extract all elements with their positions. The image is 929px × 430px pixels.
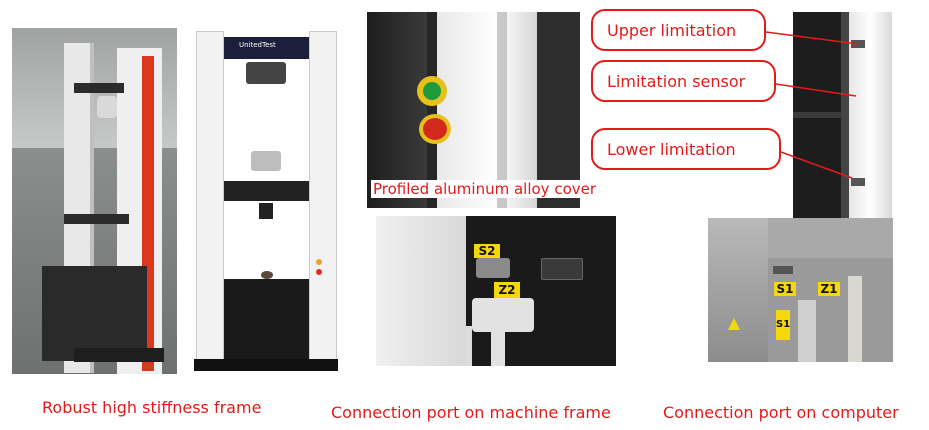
label-s1-vertical: S1 bbox=[776, 310, 790, 340]
photo-workshop-frame bbox=[12, 28, 177, 374]
callout-upper-limitation: Upper limitation bbox=[591, 9, 766, 51]
pointer-lower bbox=[780, 151, 853, 179]
callout-lower-limitation: Lower limitation bbox=[591, 128, 781, 170]
photo-computer-port: S1 Z1 S1 bbox=[708, 218, 893, 362]
caption-frame: Robust high stiffness frame bbox=[42, 398, 262, 417]
photo-unitedtest-frame: UnitedTest bbox=[191, 31, 341, 373]
pointer-upper bbox=[765, 31, 859, 45]
label-z2: Z2 bbox=[494, 282, 520, 298]
photo-alloy-cover bbox=[367, 12, 580, 208]
brand-label: UnitedTest bbox=[239, 41, 276, 49]
label-s1: S1 bbox=[774, 282, 796, 296]
caption-alloy-cover: Profiled aluminum alloy cover bbox=[371, 180, 599, 198]
callout-limitation-sensor: Limitation sensor bbox=[591, 60, 776, 102]
photo-machine-port: S2 Z2 bbox=[376, 216, 616, 366]
caption-computer-port: Connection port on computer bbox=[663, 403, 899, 422]
label-s2: S2 bbox=[474, 244, 500, 258]
caption-machine-port: Connection port on machine frame bbox=[331, 403, 611, 422]
pointer-sensor bbox=[775, 83, 857, 97]
label-z1: Z1 bbox=[818, 282, 840, 296]
